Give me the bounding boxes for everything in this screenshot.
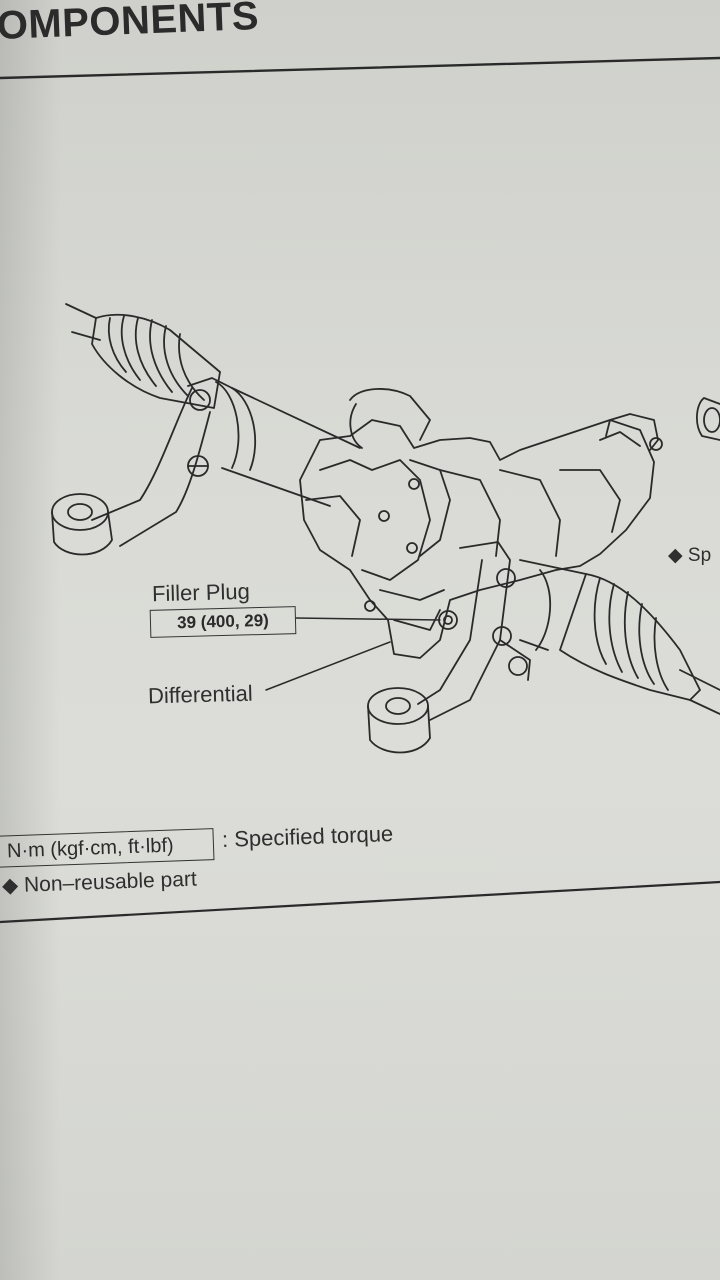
differential-label: Differential (147, 680, 254, 709)
filler-plug-label: Filler Plug (151, 578, 251, 607)
left-axle-tube (215, 381, 361, 507)
differential-leader (265, 641, 391, 691)
right-edge-component (696, 397, 720, 441)
left-mount-bracket (91, 377, 233, 547)
footer-rule (0, 880, 720, 924)
header-rule (0, 56, 720, 80)
filler-plug-leader (295, 617, 441, 621)
left-drive-shaft (65, 303, 101, 341)
left-mount-bushing (51, 493, 113, 556)
right-axle-tube (519, 559, 587, 651)
right-mount-bushing (367, 687, 431, 754)
right-drive-shaft (679, 669, 720, 715)
right-boot (559, 573, 701, 701)
left-boot (91, 313, 221, 409)
right-mount-bracket (417, 541, 531, 721)
legend-torque-units: N·m (kgf·cm, ft·lbf) (6, 834, 174, 862)
page-shadow (0, 0, 60, 1280)
filler-plug-torque-value: 39 (400, 29) (176, 610, 270, 633)
filler-plug-torque-box: 39 (400, 29) (149, 606, 297, 638)
right-edge-label: ◆ Sp (668, 545, 712, 566)
differential-housing (299, 388, 663, 659)
